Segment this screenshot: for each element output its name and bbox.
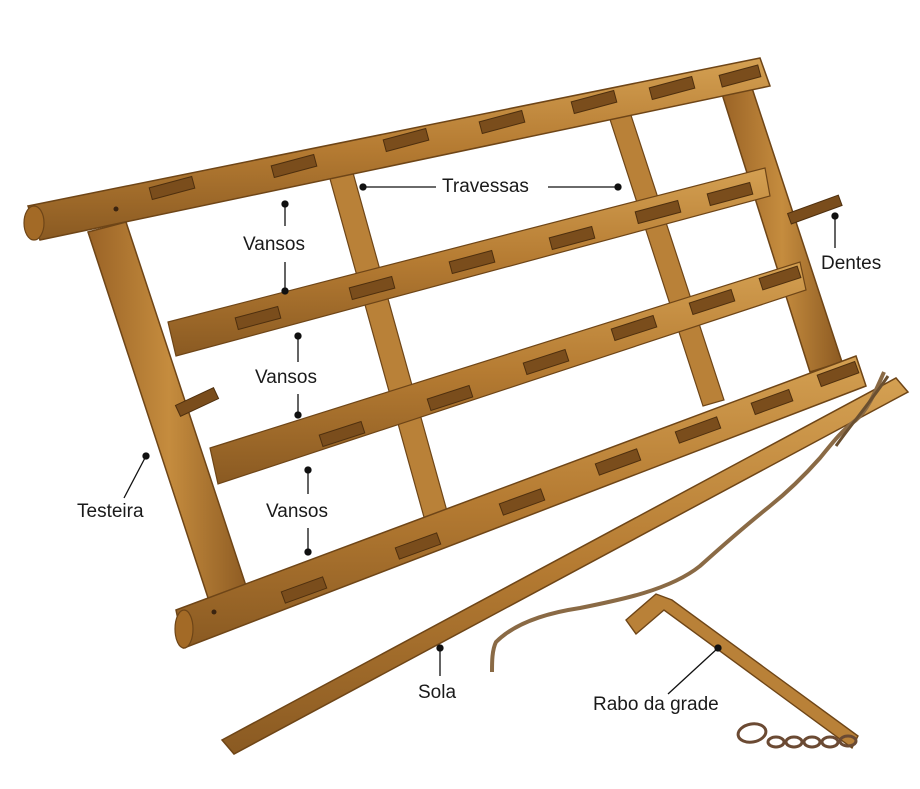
leader-lines <box>123 183 839 695</box>
right-stile-beam <box>721 87 843 373</box>
dentes-teeth <box>148 64 860 604</box>
label-rabo-da-grade: Rabo da grade <box>593 694 719 715</box>
inner-vertical-1 <box>321 143 456 547</box>
rabo-da-grade <box>625 593 859 750</box>
top-beam-end <box>23 205 45 241</box>
testeira-beam <box>87 221 251 611</box>
label-testeira: Testeira <box>77 501 144 522</box>
sola-pole <box>220 377 910 755</box>
label-vansos-bottom: Vansos <box>266 501 328 522</box>
label-vansos-middle: Vansos <box>255 367 317 388</box>
leather-strap <box>490 371 886 673</box>
inner-vertical-2 <box>604 99 725 407</box>
harrow-frame <box>23 57 867 650</box>
label-travessas: Travessas <box>442 176 529 197</box>
label-sola: Sola <box>418 682 457 703</box>
label-dentes: Dentes <box>821 253 882 274</box>
label-vansos-top: Vansos <box>243 234 305 255</box>
bottom-beam-end <box>174 609 194 649</box>
